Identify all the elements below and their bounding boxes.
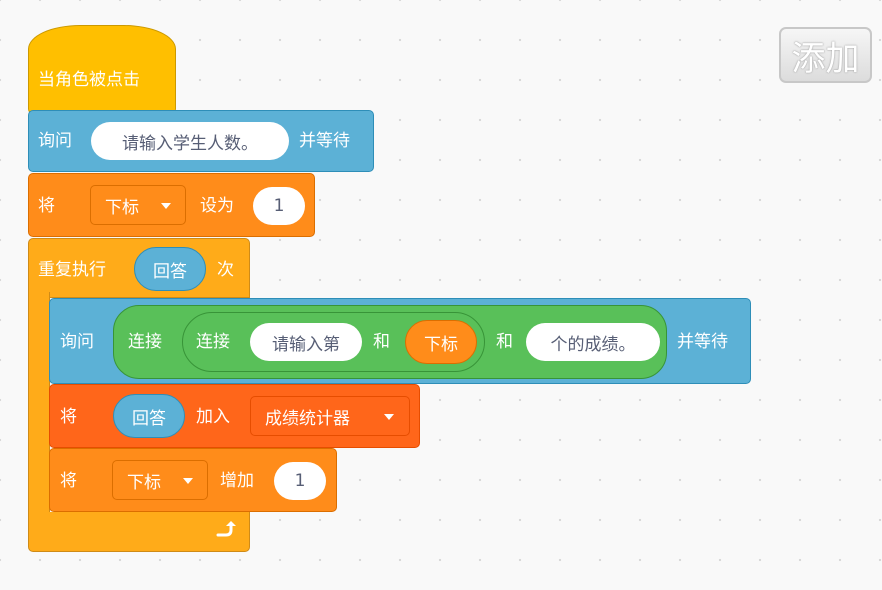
ask-label: 询问: [38, 131, 72, 151]
ask-wait-label: 并等待: [299, 131, 350, 151]
variable-name: 下标: [105, 197, 139, 218]
ask-text-input[interactable]: 请输入学生人数。: [91, 122, 289, 160]
repeat-block-bottom: [28, 512, 250, 552]
add-button[interactable]: 添加: [779, 27, 872, 83]
change-label: 将: [60, 471, 77, 491]
join-inner-and-label: 和: [373, 332, 390, 352]
add-list-label: 将: [60, 407, 77, 427]
add-to-label: 加入: [196, 407, 230, 427]
ask-block[interactable]: [28, 110, 374, 172]
ask2-label: 询问: [60, 332, 94, 352]
join-inner-label: 连接: [196, 332, 230, 352]
join-outer-label: 连接: [128, 332, 162, 352]
join-inner-text-input[interactable]: 请输入第: [250, 323, 362, 361]
ask2-wait-label: 并等待: [677, 332, 728, 352]
set-value-input[interactable]: 1: [253, 187, 305, 225]
join-outer-and-label: 和: [496, 332, 513, 352]
set-label: 将: [38, 196, 55, 216]
change-value-input[interactable]: 1: [274, 462, 326, 500]
change-by-label: 增加: [220, 471, 254, 491]
list-name: 成绩统计器: [265, 408, 350, 429]
repeat-times-label: 次: [217, 260, 234, 280]
hat-label: 当角色被点击: [38, 70, 140, 90]
answer-reporter[interactable]: 回答: [134, 247, 206, 291]
repeat-label: 重复执行: [38, 260, 106, 280]
variable-dropdown-2[interactable]: 下标: [112, 460, 208, 500]
caret-down-icon: [161, 203, 171, 209]
caret-down-icon: [384, 414, 394, 420]
repeat-block-arm: [28, 292, 50, 518]
loop-arrow-icon: [214, 518, 236, 540]
caret-down-icon: [183, 478, 193, 484]
index-variable-reporter[interactable]: 下标: [405, 320, 477, 364]
variable-dropdown[interactable]: 下标: [90, 185, 186, 225]
set-to-label: 设为: [200, 196, 234, 216]
join-outer-text-input[interactable]: 个的成绩。: [526, 323, 660, 361]
answer-reporter-2[interactable]: 回答: [113, 394, 185, 438]
variable-name-2: 下标: [127, 472, 161, 493]
list-dropdown[interactable]: 成绩统计器: [250, 396, 410, 436]
